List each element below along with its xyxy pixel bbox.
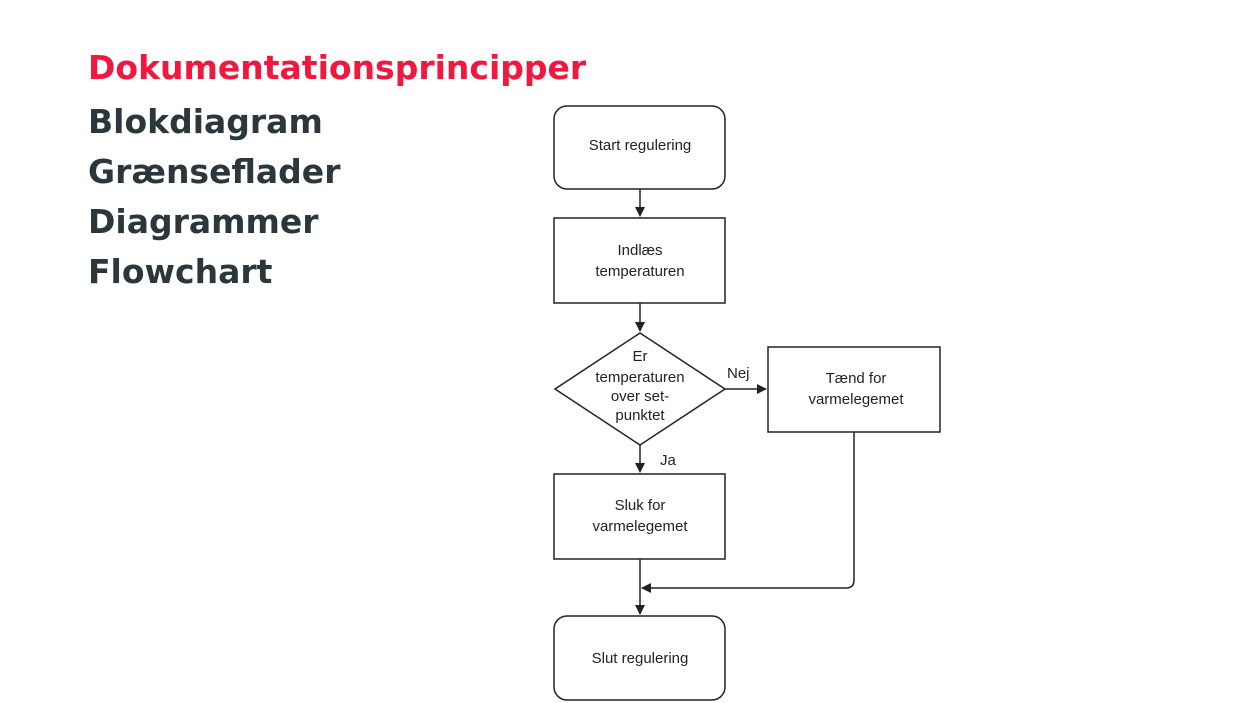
heater-on-node: Tænd for varmelegemet — [767, 346, 941, 433]
end-node-label: Slut regulering — [592, 650, 689, 667]
edge-heater-on-to-merge — [641, 432, 855, 593]
decision-label-2: temperaturen — [595, 369, 684, 386]
menu-item-dokumentationsprincipper: Dokumentationsprincipper — [88, 48, 587, 87]
decision-label-3: over set- — [611, 388, 669, 405]
heater-off-label-2: varmelegemet — [592, 518, 688, 535]
edge-label-no: Nej — [727, 365, 750, 382]
read-temperature-label-1: Indlæs — [617, 242, 662, 259]
read-temperature-label-2: temperaturen — [595, 263, 684, 280]
read-temperature-node: Indlæs temperaturen — [553, 217, 726, 304]
heater-on-label-1: Tænd for — [826, 370, 887, 387]
edge-label-yes: Ja — [660, 452, 677, 469]
topic-list: Dokumentationsprincipper Blokdiagram Græ… — [88, 48, 586, 302]
decision-node: Er temperaturen over set- punktet — [553, 332, 727, 446]
menu-item-diagrammer: Diagrammer — [88, 202, 319, 241]
start-node-label: Start regulering — [589, 137, 692, 154]
decision-label-4: punktet — [615, 407, 665, 424]
menu-item-graenseflader: Grænseflader — [88, 152, 341, 191]
menu-item-flowchart: Flowchart — [88, 252, 273, 291]
decision-label-1: Er — [633, 348, 648, 365]
heater-off-node: Sluk for varmelegemet — [553, 473, 726, 560]
menu-item-blokdiagram: Blokdiagram — [88, 102, 323, 141]
heater-off-label-1: Sluk for — [615, 497, 666, 514]
heater-on-label-2: varmelegemet — [808, 391, 904, 408]
end-node: Slut regulering — [553, 615, 726, 701]
start-node: Start regulering — [553, 105, 726, 190]
